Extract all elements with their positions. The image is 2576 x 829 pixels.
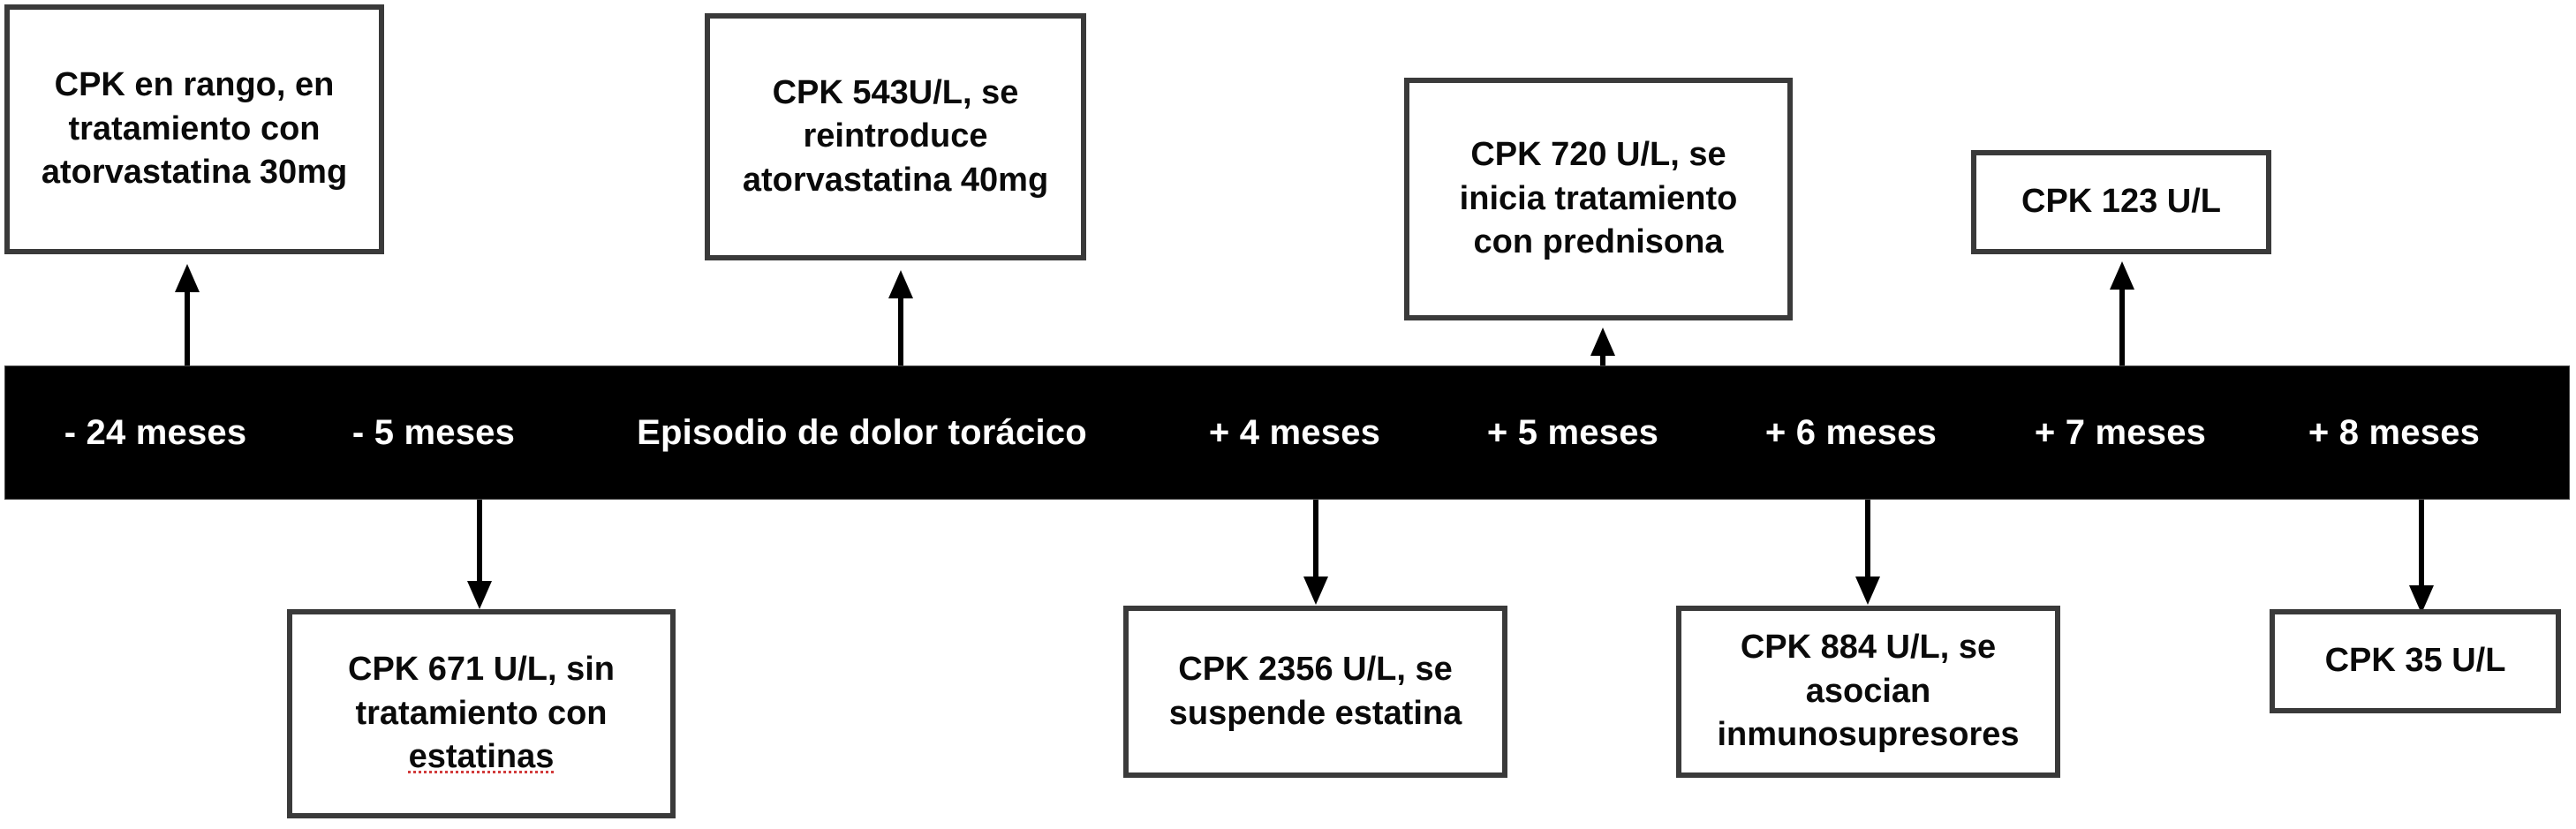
timeline-point-minus-24-meses-label: - 24 meses xyxy=(64,412,247,452)
timeline-point-minus-24-meses: - 24 meses xyxy=(5,366,306,499)
event-box-above-3: CPK 720 U/L, se inicia tratamiento con p… xyxy=(1404,78,1793,320)
timeline-point-episodio-dolor-toracico-label: Episodio de dolor torácico xyxy=(637,412,1087,452)
event-box-above-4: CPK 123 U/L xyxy=(1971,150,2271,254)
event-box-below-1-text: CPK 671 U/L, sin tratamiento con estatin… xyxy=(348,648,615,779)
timeline-point-plus-8-meses-label: + 8 meses xyxy=(2308,412,2481,452)
timeline-point-plus-4-meses-label: + 4 meses xyxy=(1208,412,1381,452)
timeline-point-episodio-dolor-toracico: Episodio de dolor torácico xyxy=(562,366,1162,499)
event-box-below-3-text: CPK 884 U/L, se asocian inmunosupresores xyxy=(1717,629,2020,754)
event-box-below-3: CPK 884 U/L, se asocian inmunosupresores xyxy=(1676,606,2060,778)
timeline-point-minus-5-meses-label: - 5 meses xyxy=(351,412,516,452)
timeline-point-plus-5-meses-label: + 5 meses xyxy=(1486,412,1659,452)
event-box-above-2-text: CPK 543U/L, se reintroduce atorvastatina… xyxy=(742,73,1049,199)
arrow-up-above-3 xyxy=(1585,327,1620,369)
arrow-up-above-2 xyxy=(883,269,918,369)
event-box-above-1-text: CPK en rango, en tratamiento con atorvas… xyxy=(41,66,348,192)
timeline-point-plus-6-meses: + 6 meses xyxy=(1719,366,1983,499)
arrow-down-below-4 xyxy=(2404,500,2439,614)
event-box-below-2: CPK 2356 U/L, se suspende estatina xyxy=(1123,606,1507,778)
arrow-up-above-4 xyxy=(2104,260,2140,369)
event-box-above-2: CPK 543U/L, se reintroduce atorvastatina… xyxy=(705,13,1086,260)
event-box-below-4: CPK 35 U/L xyxy=(2270,609,2561,713)
event-box-below-1-misspelled-word: estatinas xyxy=(408,738,555,776)
timeline-point-plus-5-meses: + 5 meses xyxy=(1440,366,1705,499)
arrow-down-below-2 xyxy=(1298,500,1333,606)
event-box-below-2-text: CPK 2356 U/L, se suspende estatina xyxy=(1168,651,1462,732)
timeline-point-minus-5-meses: - 5 meses xyxy=(306,366,562,499)
event-box-above-4-text: CPK 123 U/L xyxy=(2021,183,2221,221)
arrow-down-below-3 xyxy=(1850,500,1885,606)
timeline-bar: - 24 meses - 5 meses Episodio de dolor t… xyxy=(4,366,2570,500)
event-box-above-3-text: CPK 720 U/L, se inicia tratamiento con p… xyxy=(1459,136,1738,261)
event-box-below-1: CPK 671 U/L, sin tratamiento con estatin… xyxy=(287,609,676,818)
event-box-below-1-text-before: CPK 671 U/L, sin tratamiento con xyxy=(348,651,615,732)
event-box-above-1: CPK en rango, en tratamiento con atorvas… xyxy=(4,4,384,254)
timeline-point-plus-6-meses-label: + 6 meses xyxy=(1764,412,1938,452)
timeline-point-plus-8-meses: + 8 meses xyxy=(2262,366,2527,499)
timeline-point-plus-7-meses-label: + 7 meses xyxy=(2034,412,2207,452)
arrow-down-below-1 xyxy=(462,500,497,610)
timeline-point-plus-7-meses: + 7 meses xyxy=(1988,366,2253,499)
timeline-point-plus-4-meses: + 4 meses xyxy=(1162,366,1427,499)
arrow-up-above-1 xyxy=(170,263,205,369)
event-box-below-4-text: CPK 35 U/L xyxy=(2324,642,2506,680)
